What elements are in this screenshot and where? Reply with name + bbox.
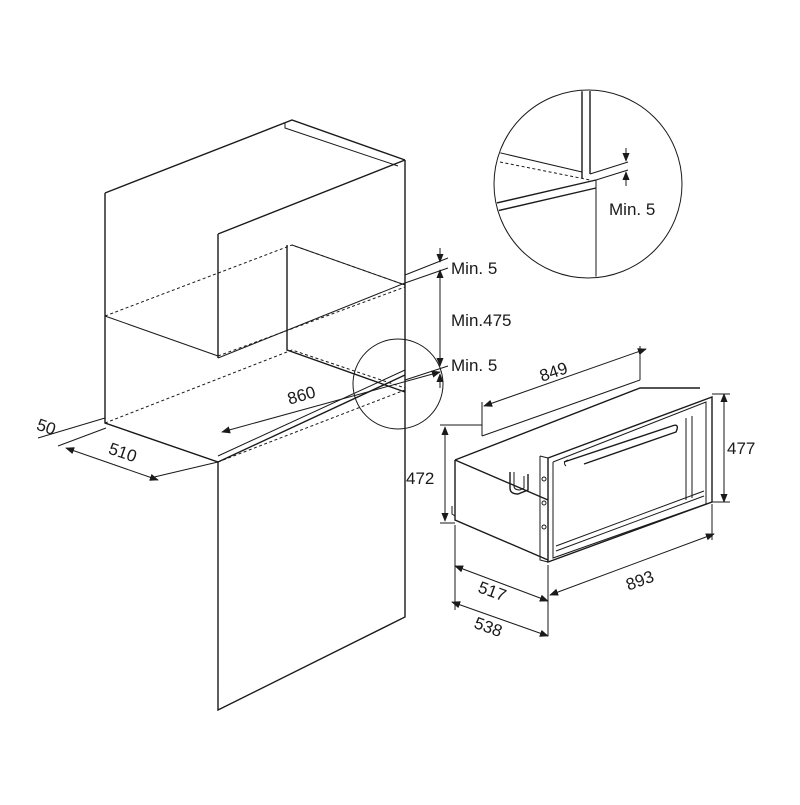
detail-min-gap-label: Min. 5 bbox=[609, 200, 655, 219]
drawer-height-body-label: 472 bbox=[406, 469, 434, 488]
drawer-height-front-label: 477 bbox=[727, 439, 755, 458]
drawer-depth-body-label: 517 bbox=[476, 578, 509, 606]
drawer-dimensions: 849 477 472 517 538 893 bbox=[406, 346, 755, 641]
depth-offset-label: 50 bbox=[34, 415, 58, 439]
cabinet-depth-label: 510 bbox=[106, 439, 139, 466]
niche-width-dimension: 860 bbox=[221, 370, 441, 434]
min-gap-bottom-label: Min. 5 bbox=[451, 356, 497, 375]
niche-width-label: 860 bbox=[285, 382, 318, 408]
detail-reference-circle bbox=[352, 338, 444, 430]
depth-dimensions: 50 510 bbox=[34, 415, 219, 481]
detail-magnifier: Min. 5 bbox=[493, 89, 683, 279]
warming-drawer bbox=[451, 379, 713, 564]
drawer-depth-total-label: 538 bbox=[472, 613, 505, 641]
niche-height-label: Min.475 bbox=[451, 311, 511, 330]
front-width-label: 893 bbox=[623, 567, 656, 595]
drawer-width-label: 849 bbox=[537, 358, 570, 385]
min-gap-top-label: Min. 5 bbox=[451, 259, 497, 278]
tall-cabinet bbox=[104, 119, 406, 712]
niche-height-dimensions: Min. 5 Min.475 Min. 5 bbox=[404, 248, 511, 388]
